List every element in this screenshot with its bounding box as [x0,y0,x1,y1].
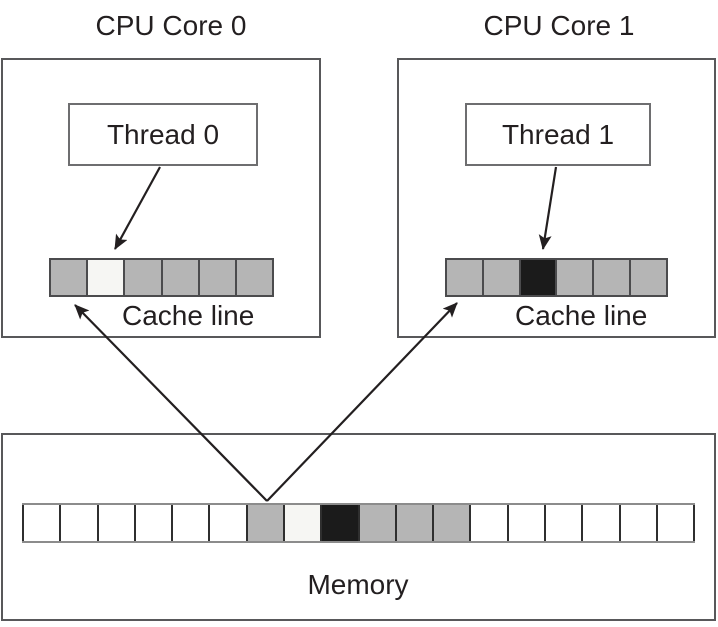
cpu-core-1-title: CPU Core 1 [483,10,635,41]
memory-cell [22,505,60,541]
thread-0-box: Thread 0 [68,103,258,166]
cache-line-0-cell [160,258,200,297]
cache-line-0-cell [197,258,237,297]
thread-1-box: Thread 1 [465,103,651,166]
memory-cell [96,505,134,541]
cpu-core-0-title: CPU Core 0 [95,10,247,41]
memory-cell [282,505,321,541]
memory-label: Memory [307,569,409,600]
memory-cell [432,505,470,541]
cache-line-0-cell [86,258,126,297]
thread-0-label: Thread 0 [106,118,220,150]
cache-line-1-cell [481,258,521,297]
cache-line-0-cell [234,258,275,297]
memory-cell [618,505,656,541]
cache-line-0-cell [49,258,89,297]
cache-line-1-cell [629,258,668,297]
memory-cell [245,505,283,541]
memory-cell [171,505,209,541]
thread-1-label: Thread 1 [501,118,615,150]
memory-row [22,503,696,543]
cache-line-0 [49,258,275,297]
cache-line-0-cell [123,258,163,297]
cache-line-1 [445,258,668,297]
cache-line-1-cell [592,258,632,297]
cache-line-1-cell [445,258,484,297]
memory-cell [581,505,619,541]
memory-cell [357,505,395,541]
memory-cell [655,505,696,541]
cache-line-1-cell [518,258,558,297]
memory-cell [320,505,358,541]
memory-cell [543,505,582,541]
cache-line-0-label: Cache line [122,300,255,331]
memory-cell [59,505,97,541]
memory-cell [208,505,246,541]
memory-cell [506,505,544,541]
memory-cell [469,505,507,541]
memory-cell [394,505,433,541]
cache-line-1-cell [555,258,595,297]
memory-cell [133,505,172,541]
cache-line-1-label: Cache line [515,300,648,331]
